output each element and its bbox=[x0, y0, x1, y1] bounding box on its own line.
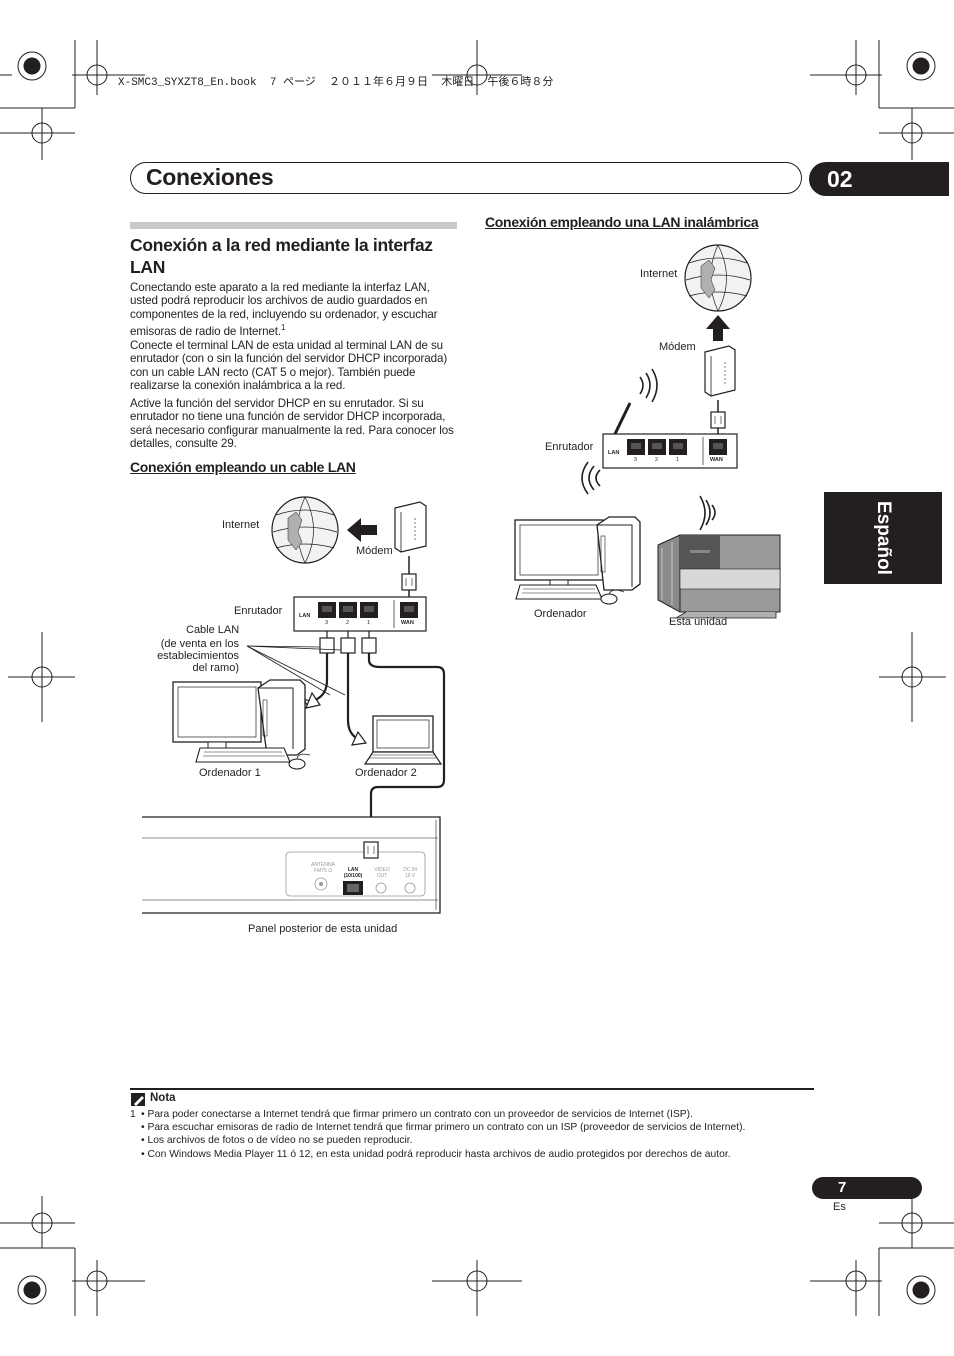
label-router-wireless: Enrutador bbox=[545, 441, 594, 453]
router-wan-label-wireless: WAN bbox=[710, 457, 723, 463]
chapter-title: Conexiones bbox=[146, 164, 274, 190]
chapter-title-frame bbox=[130, 162, 802, 194]
heading-wired: Conexión empleando un cable LAN bbox=[130, 459, 356, 475]
book-file-header: X-SMC3_SYXZT8_En.book 7 ページ ２０１１年６月９日 木曜… bbox=[118, 77, 554, 89]
globe-icon bbox=[271, 496, 339, 564]
section-rule bbox=[130, 222, 457, 229]
label-computer-wireless: Ordenador bbox=[534, 608, 587, 620]
note-number: 1 bbox=[130, 1109, 136, 1120]
label-cable: Cable LAN bbox=[186, 624, 240, 636]
label-router-wired: Enrutador bbox=[234, 605, 283, 617]
note-item-3: • Los archivos de fotos o de vídeo no se… bbox=[141, 1135, 413, 1146]
rear-panel bbox=[142, 816, 441, 914]
modem-icon bbox=[704, 345, 736, 397]
wifi-waves-icon bbox=[581, 368, 716, 531]
paragraph-3: Active la función del servidor DHCP en s… bbox=[130, 397, 454, 450]
label-modem-wired: Módem bbox=[356, 545, 393, 557]
note-item-1: • Para poder conectarse a Internet tendr… bbox=[141, 1109, 693, 1120]
note-item-4: • Con Windows Media Player 11 ó 12, en e… bbox=[141, 1149, 731, 1160]
router-port-3: 3 bbox=[325, 620, 329, 626]
router-port-2: 2 bbox=[346, 620, 350, 626]
router-icon bbox=[602, 433, 738, 469]
router-lan-label-wireless: LAN bbox=[608, 450, 620, 456]
desktop-computer-icon bbox=[172, 679, 311, 770]
label-modem-wireless: Módem bbox=[659, 341, 696, 353]
router-port-2-wireless: 2 bbox=[655, 457, 659, 463]
label-internet-wireless: Internet bbox=[640, 268, 678, 280]
router-icon bbox=[293, 596, 427, 632]
router-port-3-wireless: 3 bbox=[634, 457, 638, 463]
label-computer-1: Ordenador 1 bbox=[199, 767, 261, 779]
label-computer-2: Ordenador 2 bbox=[355, 767, 417, 779]
label-unit-wireless: Esta unidad bbox=[669, 616, 728, 628]
language-tab: Español bbox=[824, 492, 942, 584]
chapter-number: 02 bbox=[809, 162, 949, 196]
label-rear-panel: Panel posterior de esta unidad bbox=[248, 923, 398, 935]
laptop-icon bbox=[363, 715, 443, 765]
arrow-icon bbox=[347, 518, 377, 542]
label-cable-desc: (de venta en los establecimientos del ra… bbox=[157, 638, 239, 674]
page-number: 7 bbox=[812, 1177, 922, 1199]
section-heading-lan: Conexión a la red mediante la interfaz L… bbox=[130, 235, 433, 277]
paragraph-2: Conecte el terminal LAN de esta unidad a… bbox=[130, 339, 448, 392]
paragraph-1: Conectando este aparato a la red mediant… bbox=[130, 281, 438, 338]
router-wan-label: WAN bbox=[401, 620, 414, 626]
note-item-2: • Para escuchar emisoras de radio de Int… bbox=[141, 1122, 746, 1133]
globe-icon bbox=[684, 244, 752, 312]
heading-wireless: Conexión empleando una LAN inalámbrica bbox=[485, 214, 759, 230]
page-language: Es bbox=[833, 1201, 846, 1213]
note-title: Nota bbox=[150, 1092, 176, 1104]
router-port-1-wireless: 1 bbox=[676, 457, 680, 463]
router-lan-label: LAN bbox=[299, 613, 311, 619]
modem-icon bbox=[394, 501, 427, 553]
panel-lan-label: LAN(10/100) bbox=[343, 867, 363, 879]
arrow-up-icon bbox=[706, 315, 730, 341]
note-rule bbox=[130, 1088, 814, 1090]
router-port-1: 1 bbox=[367, 620, 371, 626]
desktop-computer-icon bbox=[514, 516, 641, 605]
label-internet-wired: Internet bbox=[222, 519, 260, 531]
micro-system-unit-icon bbox=[657, 534, 781, 619]
footnote-marker: 1 bbox=[281, 322, 286, 332]
